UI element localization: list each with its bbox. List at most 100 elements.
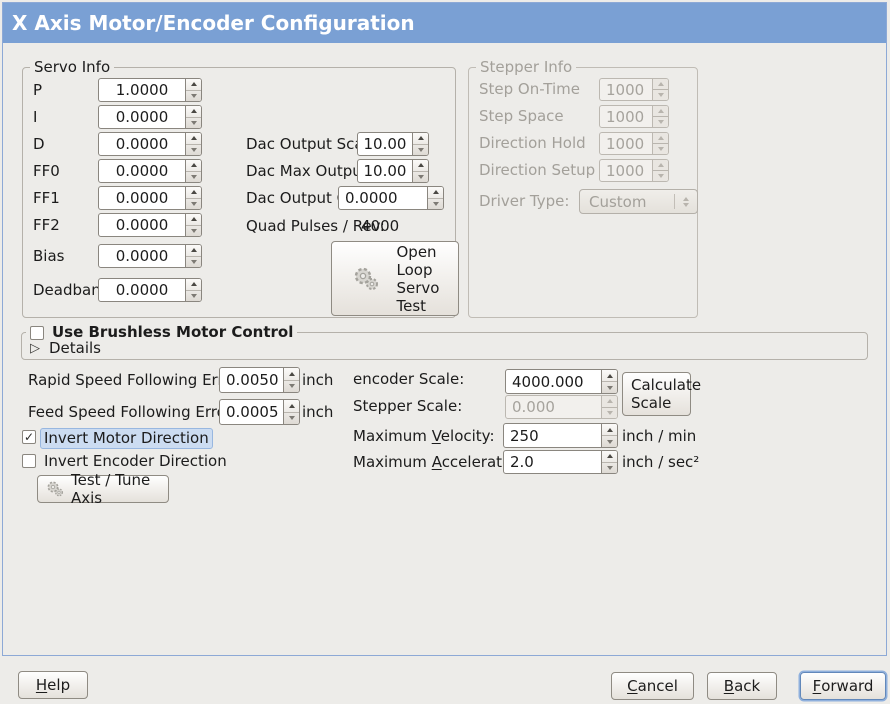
- direction-setup-spinner: [652, 160, 668, 181]
- brushless-frame-label: Use Brushless Motor Control: [26, 323, 298, 342]
- step-on-time-spinner: [652, 79, 668, 100]
- invert-motor-checkbox[interactable]: ✓: [22, 430, 36, 444]
- ff0-label: FF0: [33, 162, 60, 180]
- ff1-input[interactable]: 0.0000: [98, 186, 202, 210]
- feed-error-label: Feed Speed Following Error:: [28, 403, 237, 421]
- ff2-input[interactable]: 0.0000: [98, 213, 202, 237]
- encoder-scale-input[interactable]: 4000.000: [505, 369, 618, 394]
- expander-triangle-icon: ▷: [30, 341, 40, 356]
- driver-type-label: Driver Type:: [479, 192, 570, 210]
- direction-hold-label: Direction Hold: [479, 134, 586, 152]
- ff2-spinner[interactable]: [185, 214, 201, 236]
- open-loop-servo-test-button[interactable]: Open Loop Servo Test: [331, 241, 459, 316]
- max-accel-unit: inch / sec²: [622, 453, 700, 471]
- dac-output-offset-input[interactable]: 0.0000: [338, 186, 444, 210]
- rapid-error-spinner[interactable]: [283, 368, 299, 392]
- p-value: 1.0000: [115, 81, 169, 99]
- stepper-info-frame-title: Stepper Info: [476, 58, 577, 77]
- ff0-value: 0.0000: [115, 162, 169, 180]
- use-brushless-checkbox[interactable]: [30, 325, 44, 340]
- deadband-input[interactable]: 0.0000: [98, 278, 202, 302]
- encoder-scale-spinner[interactable]: [601, 370, 617, 393]
- invert-motor-label[interactable]: Invert Motor Direction: [40, 428, 213, 449]
- page-title: X Axis Motor/Encoder Configuration: [12, 11, 415, 35]
- bias-value: 0.0000: [115, 247, 169, 265]
- d-spinner[interactable]: [185, 133, 201, 155]
- dialog-titlebar: X Axis Motor/Encoder Configuration: [3, 3, 886, 43]
- direction-hold-spinner: [652, 133, 668, 154]
- details-expander[interactable]: ▷ Details: [30, 339, 101, 358]
- step-space-input: 1000: [599, 105, 669, 128]
- test-tune-axis-label: Test / Tune Axis: [71, 471, 151, 507]
- max-velocity-unit: inch / min: [622, 427, 697, 445]
- dac-output-offset-spinner[interactable]: [427, 187, 443, 209]
- i-input[interactable]: 0.0000: [98, 105, 202, 129]
- i-value: 0.0000: [115, 108, 169, 126]
- ff0-input[interactable]: 0.0000: [98, 159, 202, 183]
- ff1-spinner[interactable]: [185, 187, 201, 209]
- stepper-scale-label: Stepper Scale:: [353, 397, 463, 415]
- rapid-error-label: Rapid Speed Following Error:: [28, 371, 244, 389]
- p-spinner[interactable]: [185, 79, 201, 101]
- use-brushless-label: Use Brushless Motor Control: [52, 323, 294, 341]
- dropdown-arrows-icon: [675, 196, 697, 207]
- open-loop-button-label: Open Loop Servo Test: [396, 242, 440, 315]
- details-label: Details: [49, 339, 102, 357]
- bias-spinner[interactable]: [185, 245, 201, 267]
- max-velocity-spinner[interactable]: [601, 424, 617, 447]
- p-input[interactable]: 1.0000: [98, 78, 202, 102]
- step-on-time-value: 1000: [606, 80, 645, 99]
- direction-hold-value: 1000: [606, 134, 645, 153]
- ff0-spinner[interactable]: [185, 160, 201, 182]
- invert-encoder-checkbox[interactable]: [22, 454, 36, 468]
- stepper-info-frame: Stepper Info Step On-Time Step Space Dir…: [468, 58, 698, 318]
- ff2-value: 0.0000: [115, 216, 169, 234]
- dac-output-scale-input[interactable]: 10.00: [357, 132, 429, 156]
- max-velocity-label: Maximum Velocity:: [353, 427, 495, 445]
- i-spinner[interactable]: [185, 106, 201, 128]
- max-accel-value: 2.0: [510, 453, 534, 471]
- max-accel-input[interactable]: 2.0: [503, 450, 618, 474]
- d-label: D: [33, 135, 45, 153]
- rapid-error-value: 0.0050: [226, 371, 279, 389]
- ff1-value: 0.0000: [115, 189, 169, 207]
- gears-icon: [354, 267, 378, 290]
- direction-setup-label: Direction Setup: [479, 161, 596, 179]
- max-velocity-value: 250: [510, 426, 539, 445]
- calculate-scale-button[interactable]: Calculate Scale: [622, 372, 701, 416]
- max-velocity-input[interactable]: 250: [503, 423, 618, 448]
- deadband-spinner[interactable]: [185, 279, 201, 301]
- bias-input[interactable]: 0.0000: [98, 244, 202, 268]
- driver-type-dropdown: Custom: [579, 189, 698, 214]
- dac-max-output-label: Dac Max Output:: [246, 162, 373, 180]
- rapid-error-input[interactable]: 0.0050: [219, 367, 300, 393]
- dac-max-output-spinner[interactable]: [412, 160, 428, 182]
- encoder-scale-value: 4000.000: [512, 372, 584, 391]
- d-input[interactable]: 0.0000: [98, 132, 202, 156]
- dac-output-scale-value: 10.00: [363, 135, 407, 153]
- feed-error-input[interactable]: 0.0005: [219, 399, 300, 425]
- servo-info-frame: Servo Info P I D FF0 FF1 FF2 Bias Deadba…: [22, 58, 459, 318]
- dac-max-output-input[interactable]: 10.00: [357, 159, 429, 183]
- invert-encoder-label[interactable]: Invert Encoder Direction: [44, 452, 227, 470]
- gears-icon: [47, 481, 63, 497]
- dac-output-scale-spinner[interactable]: [412, 133, 428, 155]
- stepper-scale-input: 0.000: [505, 395, 618, 419]
- step-on-time-label: Step On-Time: [479, 80, 580, 98]
- calculate-scale-label: Calculate Scale: [631, 376, 702, 412]
- direction-hold-input: 1000: [599, 132, 669, 155]
- deadband-value: 0.0000: [115, 281, 169, 299]
- encoder-scale-label: encoder Scale:: [353, 370, 465, 388]
- max-accel-spinner[interactable]: [601, 451, 617, 473]
- feed-error-spinner[interactable]: [283, 400, 299, 424]
- deadband-label: Deadband: [33, 281, 111, 299]
- servo-info-frame-title: Servo Info: [30, 58, 115, 77]
- test-tune-axis-button[interactable]: Test / Tune Axis: [37, 471, 169, 507]
- quad-pulses-value: 4000: [361, 217, 400, 235]
- driver-type-value: Custom: [589, 192, 647, 211]
